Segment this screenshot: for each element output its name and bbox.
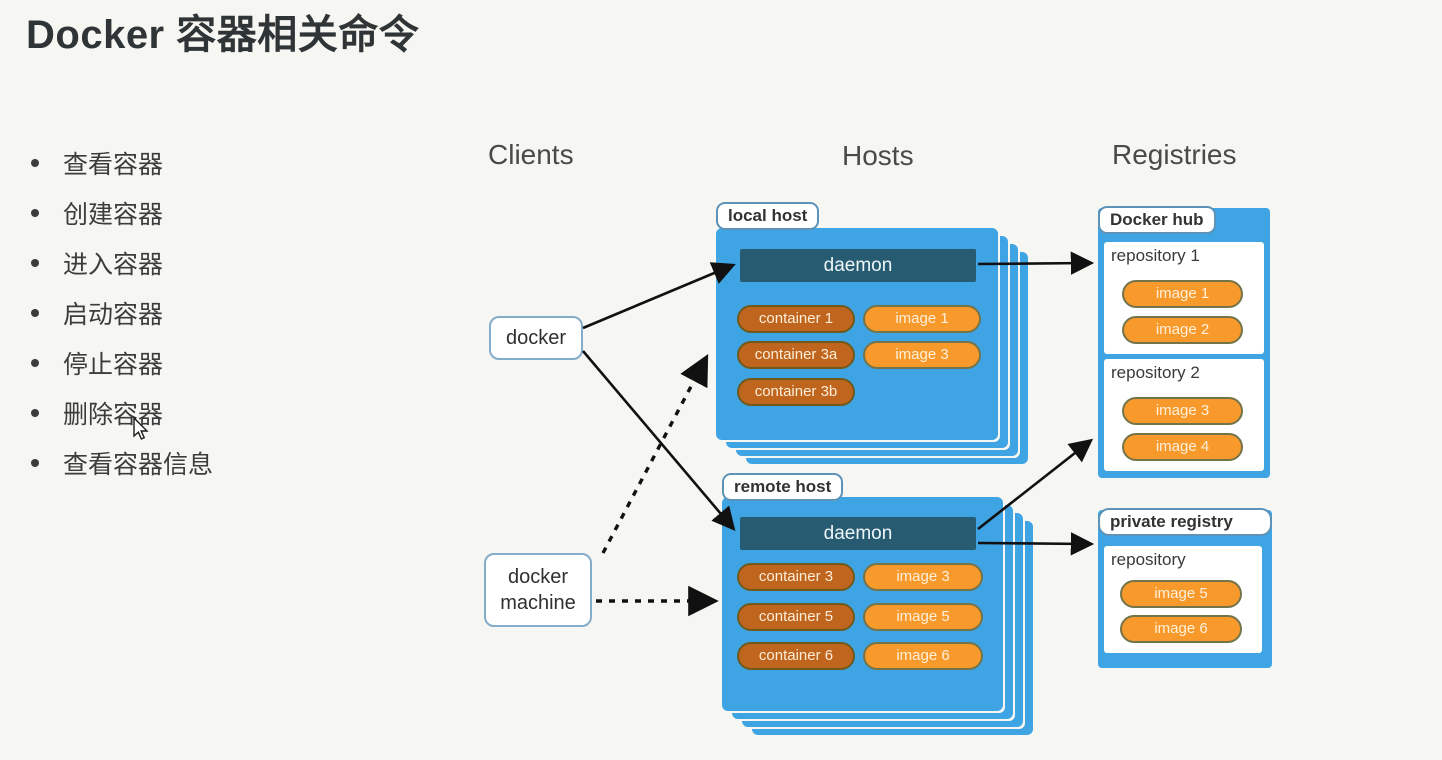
image-pill: image 3 bbox=[863, 341, 981, 369]
container-pill: container 3 bbox=[737, 563, 855, 591]
image-pill: image 6 bbox=[1120, 615, 1242, 643]
repository-title: repository 1 bbox=[1111, 246, 1200, 265]
image-pill: image 4 bbox=[1122, 433, 1243, 461]
list-item-label: 查看容器 bbox=[63, 151, 164, 179]
list-item: 删除容器 bbox=[27, 388, 213, 438]
arrow-docker-to-remote-daemon bbox=[582, 350, 736, 531]
list-item: 进入容器 bbox=[27, 238, 213, 288]
list-item-label: 停止容器 bbox=[63, 351, 164, 379]
bullet-icon bbox=[31, 209, 39, 217]
column-heading-registries: Registries bbox=[1112, 139, 1237, 170]
container-pill: container 3b bbox=[737, 378, 855, 406]
list-item-label: 创建容器 bbox=[63, 201, 164, 229]
arrow-docker-to-local-daemon bbox=[582, 262, 736, 330]
bullet-icon bbox=[31, 459, 39, 467]
list-item: 创建容器 bbox=[27, 188, 213, 238]
container-pill: container 5 bbox=[737, 603, 855, 631]
repository-panel: repository 2 image 3 image 4 bbox=[1104, 359, 1264, 471]
docker-hub-label: Docker hub bbox=[1098, 206, 1216, 234]
command-list: 查看容器 创建容器 进入容器 启动容器 停止容器 删除容器 查看容器信息 bbox=[27, 138, 213, 488]
image-pill: image 1 bbox=[1122, 280, 1243, 308]
bullet-icon bbox=[31, 359, 39, 367]
repository-title: repository 2 bbox=[1111, 363, 1200, 382]
container-pill: container 1 bbox=[737, 305, 855, 333]
bullet-icon bbox=[31, 159, 39, 167]
image-pill: image 3 bbox=[1122, 397, 1243, 425]
image-pill: image 5 bbox=[1120, 580, 1242, 608]
image-pill: image 1 bbox=[863, 305, 981, 333]
container-pill: container 3a bbox=[737, 341, 855, 369]
list-item: 查看容器信息 bbox=[27, 438, 213, 488]
docker-client-box: docker bbox=[489, 316, 583, 360]
list-item: 启动容器 bbox=[27, 288, 213, 338]
repository-title: repository bbox=[1111, 550, 1186, 569]
list-item-label: 查看容器信息 bbox=[63, 451, 214, 479]
repository-panel: repository image 5 image 6 bbox=[1104, 546, 1262, 653]
bullet-icon bbox=[31, 259, 39, 267]
list-item-label: 启动容器 bbox=[63, 301, 164, 329]
container-pill: container 6 bbox=[737, 642, 855, 670]
list-item-label: 进入容器 bbox=[63, 251, 164, 279]
private-registry-label: private registry bbox=[1098, 508, 1272, 536]
column-heading-hosts: Hosts bbox=[842, 140, 914, 171]
image-pill: image 3 bbox=[863, 563, 983, 591]
repository-panel: repository 1 image 1 image 2 bbox=[1104, 242, 1264, 354]
remote-host-label: remote host bbox=[722, 473, 844, 501]
docker-machine-client-box: docker machine bbox=[484, 553, 592, 627]
arrow-docker-machine-to-local-host-dashed bbox=[601, 353, 709, 554]
image-pill: image 6 bbox=[863, 642, 983, 670]
remote-daemon-bar: daemon bbox=[740, 517, 976, 550]
column-heading-clients: Clients bbox=[488, 139, 574, 170]
image-pill: image 5 bbox=[863, 603, 983, 631]
local-daemon-bar: daemon bbox=[740, 249, 976, 282]
image-pill: image 2 bbox=[1122, 316, 1243, 344]
bullet-icon bbox=[31, 309, 39, 317]
page-title: Docker 容器相关命令 bbox=[26, 13, 420, 57]
list-item-label: 删除容器 bbox=[63, 401, 164, 429]
list-item: 查看容器 bbox=[27, 138, 213, 188]
list-item: 停止容器 bbox=[27, 338, 213, 388]
bullet-icon bbox=[31, 409, 39, 417]
local-host-label: local host bbox=[716, 202, 820, 230]
